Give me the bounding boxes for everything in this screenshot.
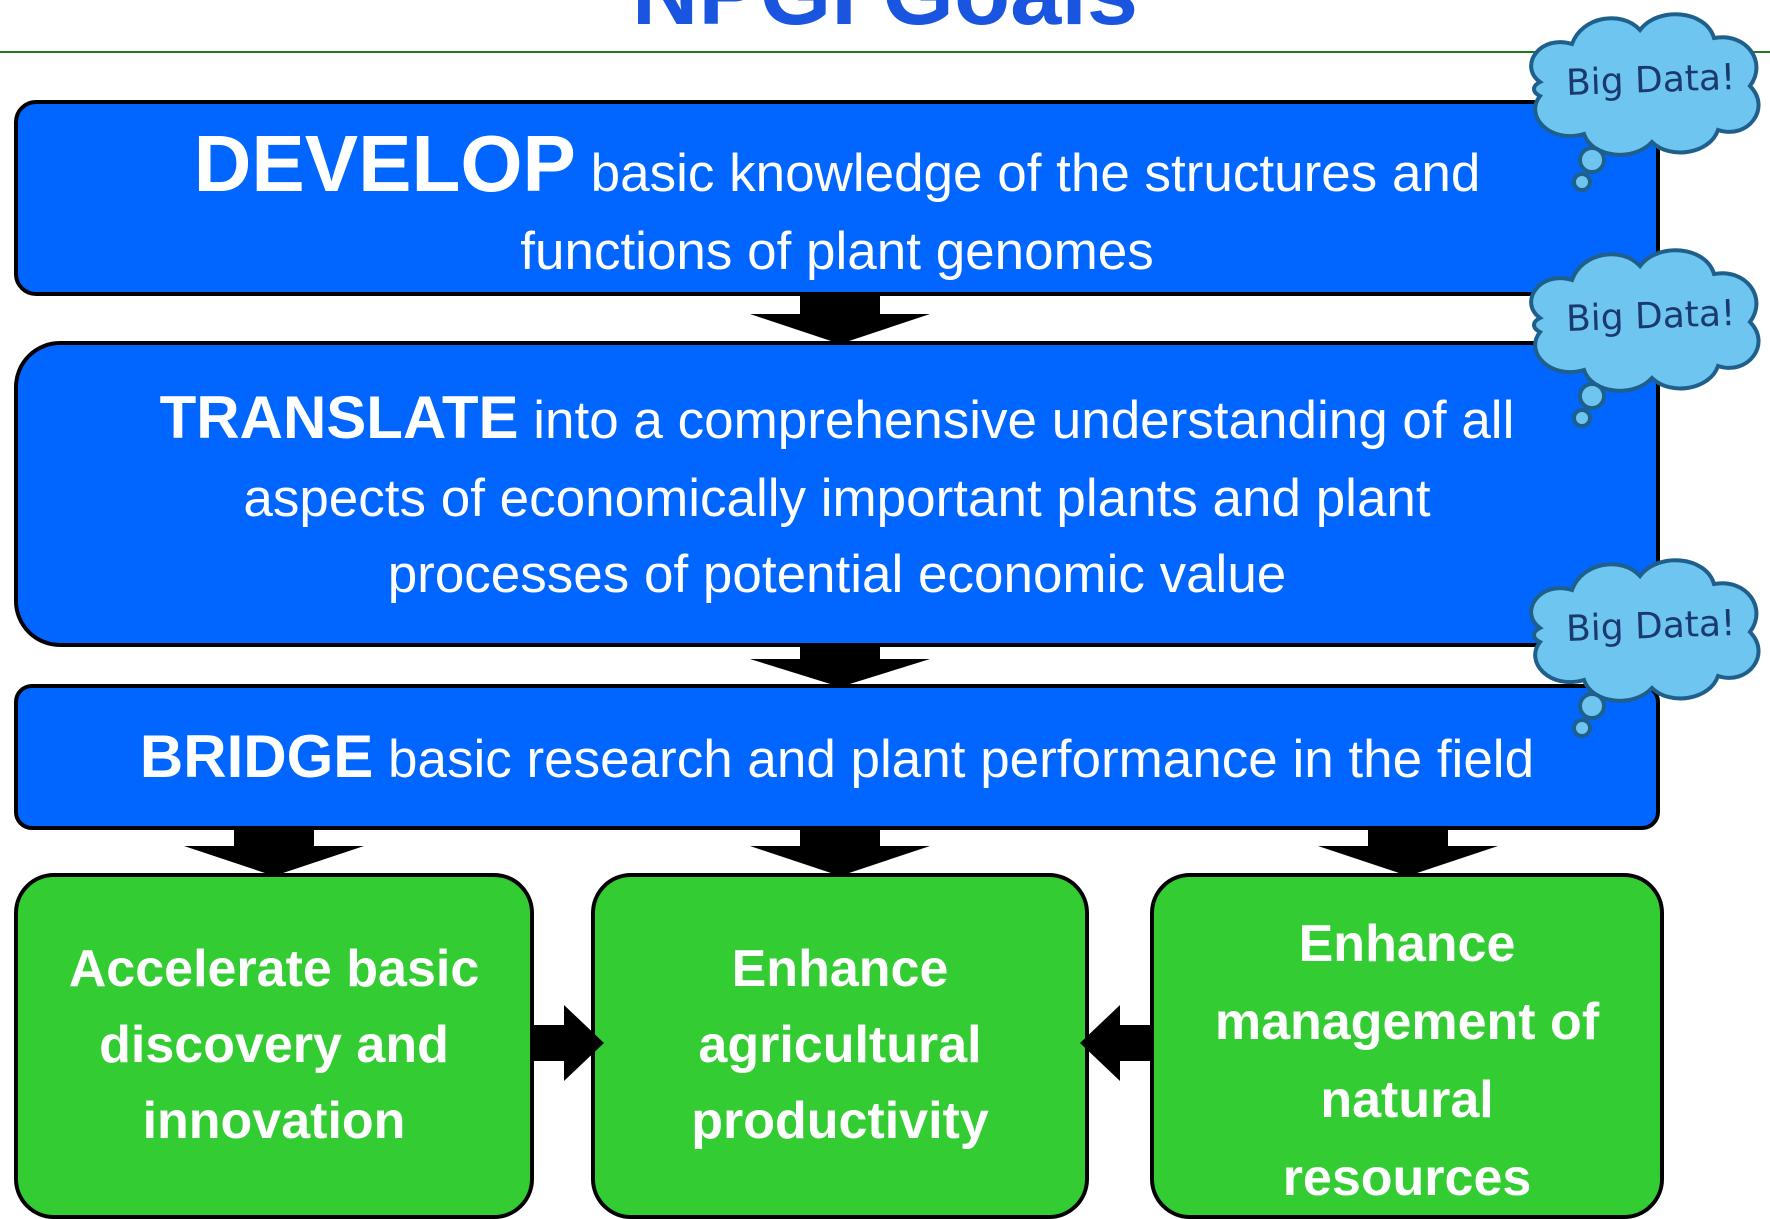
develop-line-1: DEVELOP basic knowledge of the structure…: [18, 110, 1656, 218]
outcome-line: Enhance: [731, 940, 949, 999]
page-title: NPGI Goals: [0, 0, 1770, 48]
outcome-line: discovery and: [99, 1016, 449, 1075]
outcome-line: Enhance: [1298, 915, 1516, 973]
bridge-line: BRIDGE basic research and plant performa…: [18, 727, 1656, 787]
big-data-label: Big Data!: [1565, 57, 1737, 104]
develop-text-1: basic knowledge of the structures and: [590, 143, 1481, 203]
outcome-line: innovation: [142, 1091, 406, 1150]
down-arrow-develop-translate: [750, 292, 930, 344]
big-data-label: Big Data!: [1565, 603, 1737, 650]
translate-keyword: TRANSLATE: [159, 384, 519, 452]
develop-keyword: DEVELOP: [193, 118, 576, 208]
down-arrow-to-resources: [1318, 826, 1498, 876]
translate-text-3: processes of potential economic value: [387, 544, 1287, 604]
thought-cloud-icon: [1529, 248, 1761, 428]
outcome-natural-resources: Enhance management of natural resources: [1150, 873, 1664, 1219]
bridge-text: basic research and plant performance in …: [388, 730, 1535, 789]
outcome-line: management of: [1214, 993, 1600, 1051]
outcome-line: resources: [1282, 1149, 1532, 1207]
left-arrow-resources-to-productivity: [1080, 1005, 1152, 1081]
develop-text-2: functions of plant genomes: [520, 221, 1154, 281]
develop-box: DEVELOP basic knowledge of the structure…: [14, 100, 1660, 296]
translate-text-2: aspects of economically important plants…: [243, 469, 1431, 529]
down-arrow-translate-bridge: [750, 643, 930, 687]
title-divider: [0, 51, 1770, 53]
right-arrow-accelerate-to-productivity: [532, 1005, 604, 1081]
bridge-box: BRIDGE basic research and plant performa…: [14, 684, 1660, 830]
bridge-keyword: BRIDGE: [139, 723, 374, 790]
thought-cloud-icon: [1529, 558, 1761, 738]
outcome-accelerate-discovery: Accelerate basic discovery and innovatio…: [14, 873, 534, 1219]
translate-box: TRANSLATE into a comprehensive understan…: [14, 341, 1660, 647]
thought-cloud-icon: [1529, 12, 1761, 192]
translate-text-1: into a comprehensive understanding of al…: [533, 391, 1515, 451]
big-data-label: Big Data!: [1565, 293, 1737, 340]
down-arrow-to-productivity: [750, 826, 930, 876]
outcome-agricultural-productivity: Enhance agricultural productivity: [591, 873, 1089, 1219]
outcome-line: natural: [1320, 1071, 1494, 1129]
outcome-line: Accelerate basic: [68, 940, 480, 999]
translate-line-1: TRANSLATE into a comprehensive understan…: [18, 375, 1656, 461]
outcome-line: agricultural: [698, 1016, 982, 1075]
outcome-line: productivity: [691, 1091, 989, 1150]
down-arrow-to-accelerate: [184, 826, 364, 876]
